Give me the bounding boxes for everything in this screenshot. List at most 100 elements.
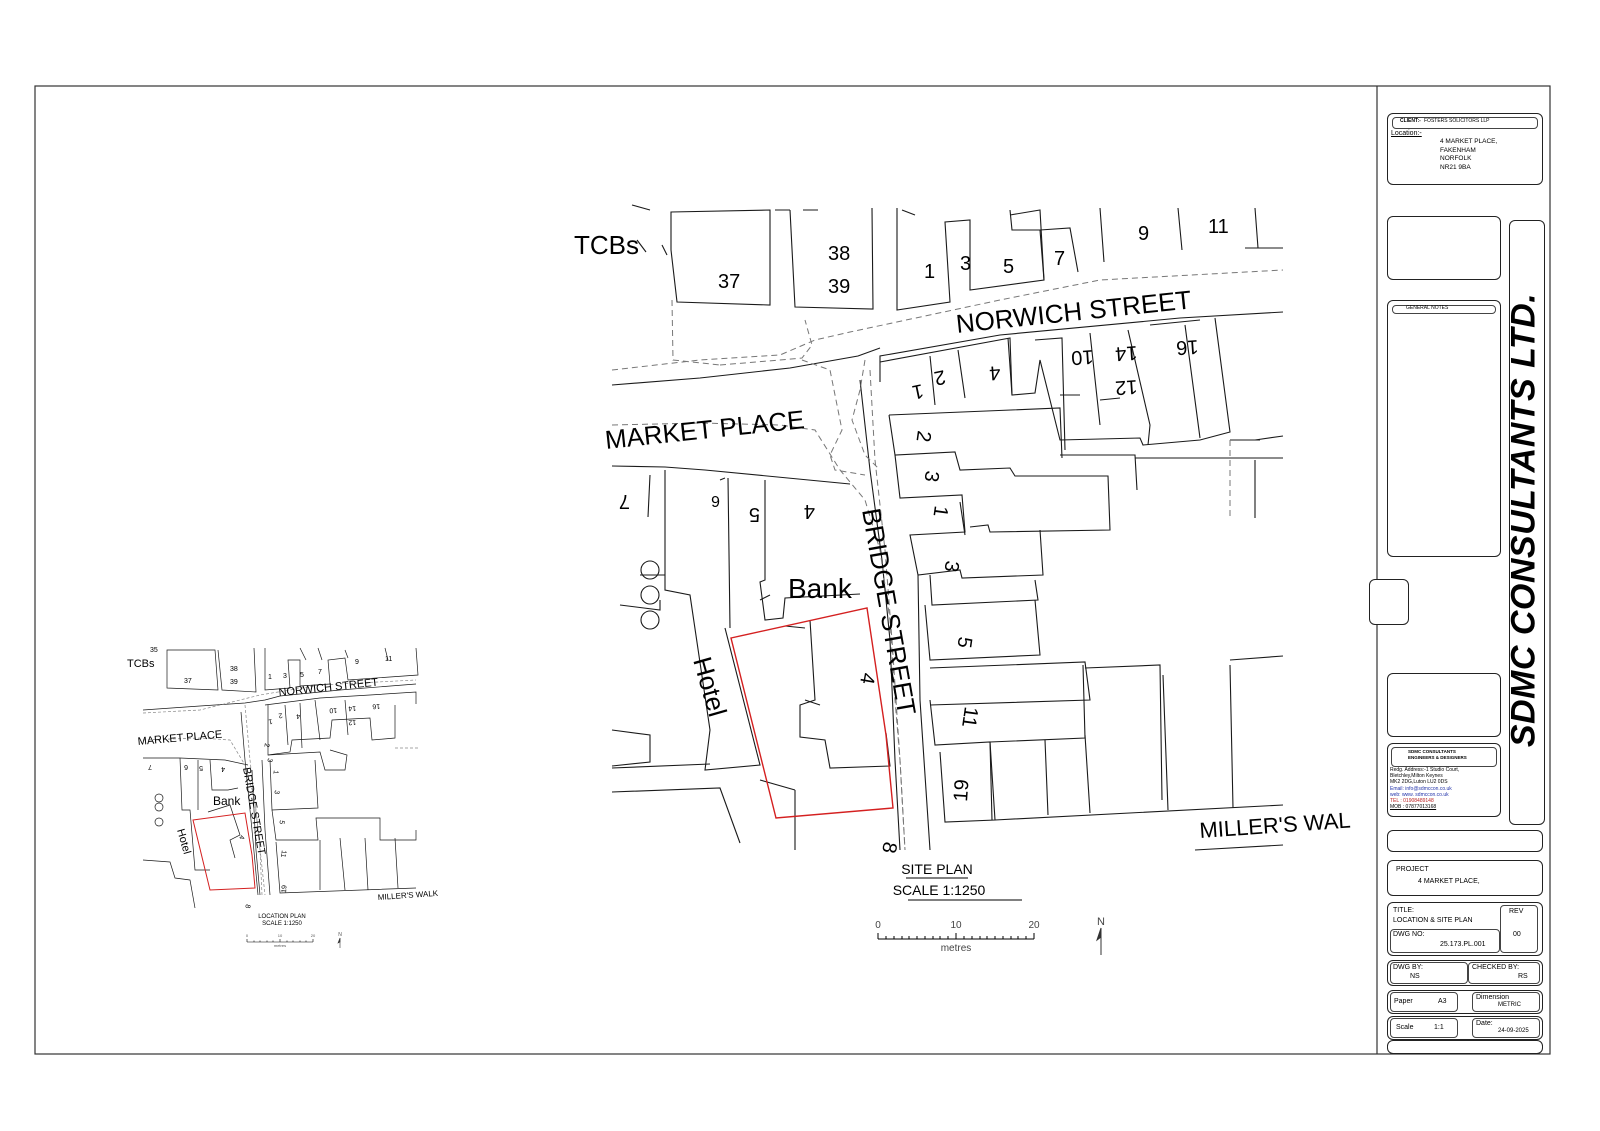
general-notes-label: GENERAL NOTES <box>1406 305 1449 311</box>
project-box: PROJECT 4 MARKET PLACE, <box>1387 860 1543 896</box>
house-number: 14 <box>348 704 356 712</box>
dwg-no-label: DWG NO: <box>1393 931 1425 938</box>
house-number: 1 <box>929 504 952 518</box>
checked-by-value: RS <box>1518 973 1528 980</box>
scale-cell <box>1390 1018 1458 1038</box>
date-cell <box>1472 1018 1540 1038</box>
project-label: PROJECT <box>1396 866 1429 873</box>
company-mob: MOB : 07877013168 <box>1390 804 1437 811</box>
general-notes-header <box>1392 305 1496 314</box>
company-email[interactable]: Email: info@sdmccon.co.uk <box>1390 785 1452 792</box>
location-plan-map <box>142 647 419 909</box>
house-number: 12 <box>348 718 356 726</box>
company-web[interactable]: web: www. sdmccon.co.uk <box>1390 791 1449 798</box>
house-number: 8 <box>877 840 901 855</box>
loc-street-millers: MILLER'S WALK <box>378 889 440 902</box>
site-plan-scale: SCALE 1:1250 <box>893 882 986 898</box>
title-label: TITLE: <box>1393 907 1415 914</box>
house-number: 5 <box>953 635 976 649</box>
house-number: 11 <box>1208 216 1229 238</box>
brand-box <box>1509 220 1545 825</box>
north-arrow-icon <box>337 937 341 948</box>
house-number: 7 <box>619 490 630 512</box>
dwg-no-cell <box>1390 929 1500 953</box>
title-value: LOCATION & SITE PLAN <box>1393 917 1473 924</box>
checked-by-label: CHECKED BY: <box>1472 964 1520 971</box>
house-number: 1 <box>924 261 935 283</box>
house-number: 4 <box>804 500 815 522</box>
house-number: 7 <box>318 669 322 676</box>
scale-value: 1:1 <box>1434 1024 1444 1031</box>
house-number: 37 <box>718 271 740 293</box>
location-address: 4 MARKET PLACE, FAKENHAM NORFOLK NR21 9B… <box>1440 138 1497 172</box>
house-number: 5 <box>199 764 203 771</box>
house-number: 9 <box>1138 223 1149 245</box>
site-street-bridge: BRIDGE STREET <box>856 506 922 718</box>
company-header <box>1391 747 1497 767</box>
dwg-by-box: DWG BY: NS CHECKED BY: RS <box>1387 960 1543 986</box>
client-row <box>1392 117 1538 129</box>
house-number: 1 <box>271 770 278 775</box>
site-plan-map <box>611 204 1284 851</box>
house-number: 2 <box>932 365 947 389</box>
house-number: 14 <box>1114 341 1138 364</box>
house-number: 4 <box>855 671 879 686</box>
location-label: Location:- <box>1391 130 1422 137</box>
company-box: SDMC CONSULTANTS ENGINEERS & DESIGNERS R… <box>1387 743 1501 817</box>
house-number: 7 <box>148 763 152 770</box>
location-plan-scale: SCALE 1:1250 <box>262 921 302 927</box>
dwg-by-cell <box>1390 962 1468 984</box>
rev-cell <box>1500 905 1538 953</box>
house-number: 1 <box>268 674 272 681</box>
house-number: 4 <box>989 361 1002 384</box>
paper-value: A3 <box>1438 998 1447 1005</box>
blank-panel <box>1387 673 1501 737</box>
house-number: 1 <box>910 379 925 403</box>
paper-box: Paper A3 Dimension METRIC <box>1387 990 1543 1014</box>
dwg-by-label: DWG BY: <box>1393 964 1423 971</box>
loc-label-bank: Bank <box>213 794 241 808</box>
location-site-boundary <box>192 812 256 891</box>
house-number: 5 <box>749 503 760 525</box>
address-line: FAKENHAM <box>1440 146 1476 154</box>
house-number: 9 <box>355 659 359 666</box>
address-line: NORFOLK <box>1440 155 1472 162</box>
site-boundary <box>730 607 894 819</box>
site-plan-caption: SITE PLAN <box>901 861 973 877</box>
house-number: 16 <box>1175 335 1199 358</box>
general-notes-box: GENERAL NOTES <box>1387 300 1501 557</box>
project-value: 4 MARKET PLACE, <box>1418 878 1480 885</box>
scale-tick-label: 0 <box>246 933 249 938</box>
house-number: 5 <box>1003 256 1014 278</box>
loc-street-bridge: BRIDGE STREET <box>240 766 267 856</box>
house-number: 3 <box>960 253 971 275</box>
house-number: 5 <box>300 672 304 679</box>
dimension-cell <box>1472 992 1540 1012</box>
house-number: 39 <box>230 679 238 686</box>
company-tel: TEL : 01908489148 <box>1390 798 1434 805</box>
scale-tick-label: 20 <box>311 933 316 938</box>
house-number: 6 <box>711 492 720 509</box>
checked-by-cell <box>1468 962 1540 984</box>
company-title-line: SDMC CONSULTANTS <box>1408 749 1456 754</box>
company-title-line: ENGINEERS & DESIGNERS <box>1408 755 1467 760</box>
scale-tick-label: 10 <box>278 933 283 938</box>
house-number: 10 <box>329 706 337 714</box>
address-line: NR21 9BA <box>1440 163 1471 171</box>
site-label-bank: Bank <box>788 573 853 604</box>
date-label: Date: <box>1476 1020 1493 1027</box>
company-title: SDMC CONSULTANTS ENGINEERS & DESIGNERS <box>1408 749 1467 761</box>
location-scale-bar <box>246 939 314 943</box>
address-line: Redg. Address:-1 Studio Court, <box>1390 767 1460 773</box>
sheet-border <box>34 85 1551 1055</box>
house-number: 35 <box>150 647 158 654</box>
house-number: 11 <box>279 850 287 858</box>
address-line: Bletchley,Milton Keynes <box>1390 773 1443 780</box>
site-label-hotel: Hotel <box>687 653 733 720</box>
house-number: 3 <box>940 559 963 573</box>
loc-street-market: MARKET PLACE <box>137 729 223 748</box>
address-line: MK2 2DG,Luton LU2 0DS <box>1390 779 1448 786</box>
house-number: 12 <box>1114 375 1138 398</box>
scale-box: Scale 1:1 Date: 24-09-2025 <box>1387 1016 1543 1040</box>
north-arrow-icon <box>1096 927 1102 955</box>
